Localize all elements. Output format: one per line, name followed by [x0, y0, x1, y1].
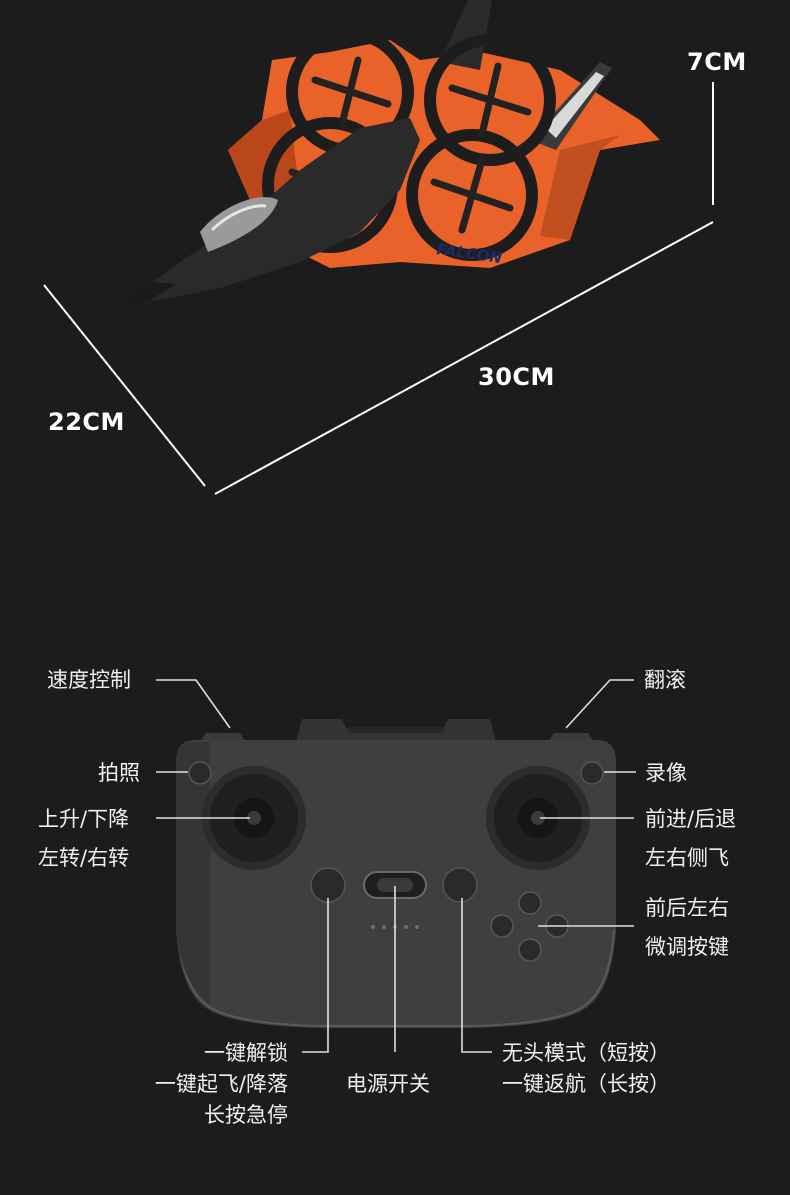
- drone-cockpit: [200, 197, 278, 252]
- video-button[interactable]: [580, 761, 604, 785]
- height-dimension-label: 7CM: [687, 48, 747, 76]
- width-dimension-label: 22CM: [48, 408, 125, 436]
- left-joystick[interactable]: [202, 766, 306, 870]
- trim-left-button: [490, 914, 514, 938]
- label-speed-control: 速度控制: [47, 668, 131, 692]
- label-headless-line1: 无头模式（短按）: [502, 1041, 670, 1065]
- wing-shade-right: [540, 135, 620, 240]
- label-video: 录像: [645, 761, 687, 785]
- label-roll: 翻滚: [644, 668, 686, 692]
- left-shoulder-button: [200, 733, 246, 742]
- photo-button[interactable]: [188, 761, 212, 785]
- label-up-down: 上升/下降: [38, 807, 130, 831]
- label-side-fly: 左右侧飞: [645, 846, 729, 870]
- headless-button[interactable]: [442, 867, 478, 903]
- tail-fin-stripe: [545, 72, 604, 138]
- top-clip-slot: [348, 727, 444, 733]
- controller-body-edge: [177, 929, 615, 1027]
- label-turn: 左转/右转: [38, 846, 130, 870]
- label-trim-line2: 微调按键: [645, 935, 729, 959]
- right-shoulder-button: [548, 733, 594, 742]
- label-unlock-line3: 长按急停: [204, 1103, 288, 1127]
- right-joystick[interactable]: [486, 766, 590, 870]
- wing-shade-left: [228, 110, 300, 200]
- cockpit-shine: [210, 204, 267, 232]
- label-forward-back: 前进/后退: [645, 807, 737, 831]
- label-photo: 拍照: [98, 761, 140, 785]
- label-power-switch: 电源开关: [346, 1072, 430, 1096]
- width-dimension-line: [43, 284, 206, 487]
- drone-illustration: FALCON: [43, 0, 714, 495]
- drone-nose: [124, 282, 176, 304]
- label-headless-line2: 一键返航（长按）: [502, 1072, 670, 1096]
- trim-down-button: [518, 938, 542, 962]
- trim-up-button: [518, 891, 542, 915]
- label-unlock-line2: 一键起飞/降落: [154, 1072, 288, 1096]
- label-unlock-line1: 一键解锁: [204, 1041, 288, 1065]
- controller-body-shade: [176, 742, 210, 1004]
- leader-lines: [156, 679, 636, 1053]
- unlock-button[interactable]: [310, 867, 346, 903]
- length-dimension-line: [214, 221, 714, 495]
- label-trim-line1: 前后左右: [645, 896, 729, 920]
- length-dimension-label: 30CM: [478, 363, 555, 391]
